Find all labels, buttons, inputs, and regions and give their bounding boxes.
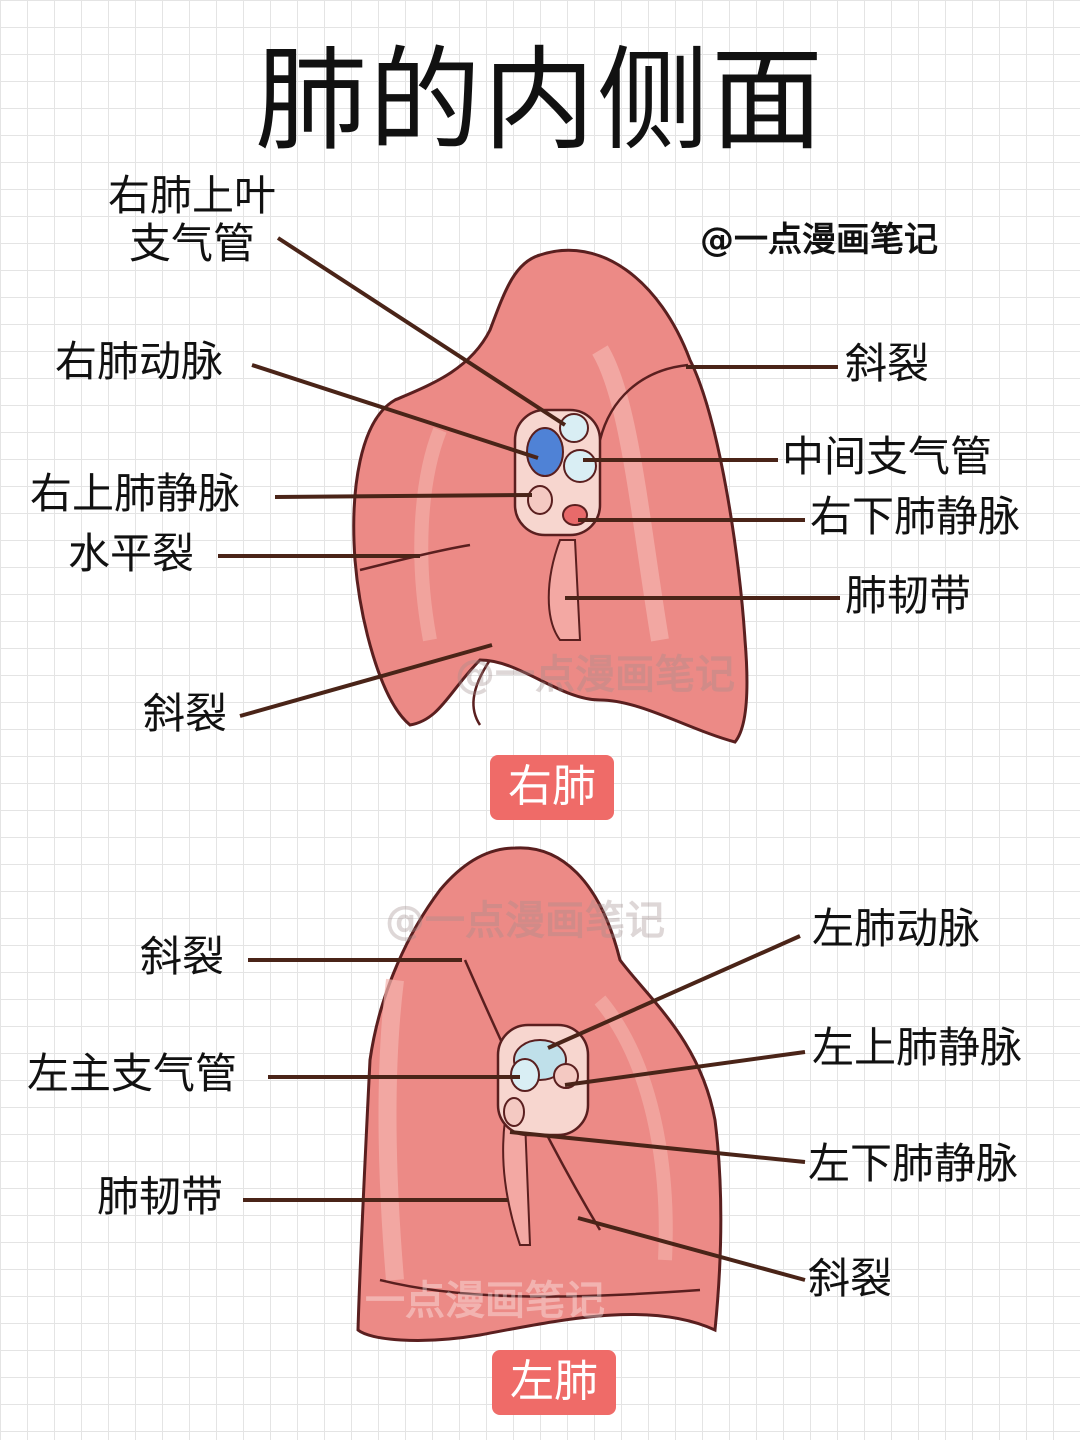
label-left-inferior-pulmonary-vein: 左下肺静脉 <box>808 1140 1018 1188</box>
label-left-main-bronchus: 左主支气管 <box>27 1050 237 1098</box>
label-right-inferior-pulmonary-vein: 右下肺静脉 <box>810 493 1020 541</box>
label-left-superior-pulmonary-vein: 左上肺静脉 <box>812 1024 1022 1072</box>
label-right-oblique-fissure-lower: 斜裂 <box>143 690 227 738</box>
label-intermediate-bronchus: 中间支气管 <box>782 433 992 481</box>
caption-right-lung: 右肺 <box>490 755 614 820</box>
watermark: 一点漫画笔记 <box>365 1268 605 1326</box>
watermark: @一点漫画笔记 <box>385 888 665 946</box>
label-right-oblique-fissure-upper: 斜裂 <box>845 340 929 388</box>
label-right-superior-pulmonary-vein: 右上肺静脉 <box>30 470 240 518</box>
label-left-oblique-fissure-upper: 斜裂 <box>140 933 224 981</box>
label-right-upper-lobe-bronchus: 右肺上叶 支气管 <box>92 172 292 269</box>
label-left-pulmonary-ligament: 肺韧带 <box>97 1173 223 1221</box>
caption-left-lung: 左肺 <box>492 1350 616 1415</box>
label-left-oblique-fissure-lower: 斜裂 <box>808 1255 892 1303</box>
label-left-pulmonary-artery: 左肺动脉 <box>812 905 980 953</box>
label-horizontal-fissure: 水平裂 <box>68 530 194 578</box>
label-text: 右肺上叶 支气管 <box>108 171 276 268</box>
watermark: @一点漫画笔记 <box>455 642 735 700</box>
label-right-pulmonary-artery: 右肺动脉 <box>55 338 223 386</box>
label-right-pulmonary-ligament: 肺韧带 <box>845 572 971 620</box>
